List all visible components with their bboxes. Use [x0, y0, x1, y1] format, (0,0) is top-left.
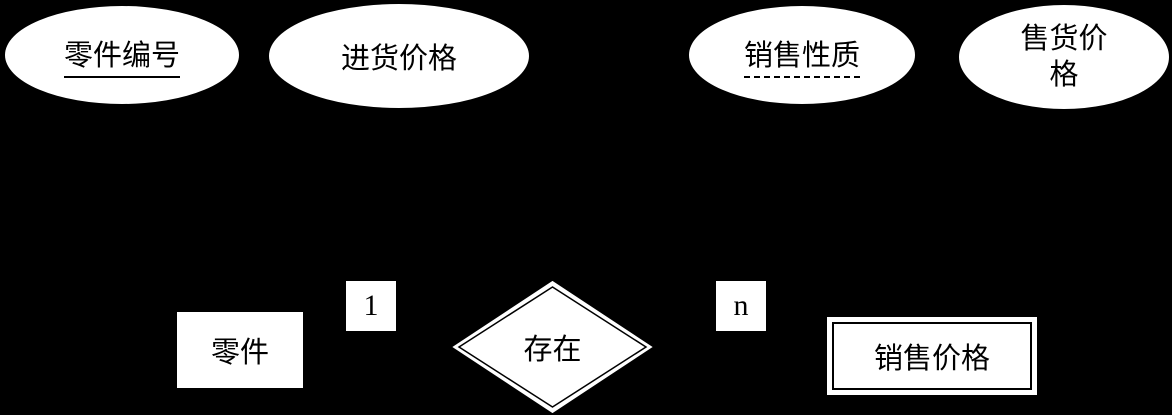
relationship-label-exists: 存在 [523, 334, 582, 366]
attribute-label-selling-price: 售货价格 [1020, 22, 1108, 91]
attribute-label-part-number: 零件编号 [63, 32, 180, 78]
entity-part: 零件 [176, 311, 304, 389]
entity-label-part: 零件 [210, 337, 269, 369]
attribute-ellipse-part-number: 零件编号 [4, 5, 240, 105]
attribute-label-sales-nature: 销售性质 [743, 32, 860, 78]
cardinality-one: 1 [346, 281, 396, 331]
cardinality-n-label: n [733, 289, 749, 322]
diamond-shape [450, 279, 655, 415]
cardinality-one-label: 1 [363, 289, 379, 322]
attribute-ellipse-selling-price: 售货价格 [958, 4, 1170, 110]
entity-sales-price: 销售价格 [826, 316, 1038, 396]
attribute-label-purchase-price: 进货价格 [340, 43, 457, 75]
attribute-ellipse-sales-nature: 销售性质 [688, 5, 916, 105]
cardinality-n: n [716, 281, 766, 331]
entity-sales-price-inner-border: 销售价格 [832, 322, 1032, 390]
relationship-exists: 存在 [450, 279, 655, 415]
attribute-ellipse-purchase-price: 进货价格 [268, 3, 530, 109]
entity-label-sales-price: 销售价格 [873, 343, 990, 375]
